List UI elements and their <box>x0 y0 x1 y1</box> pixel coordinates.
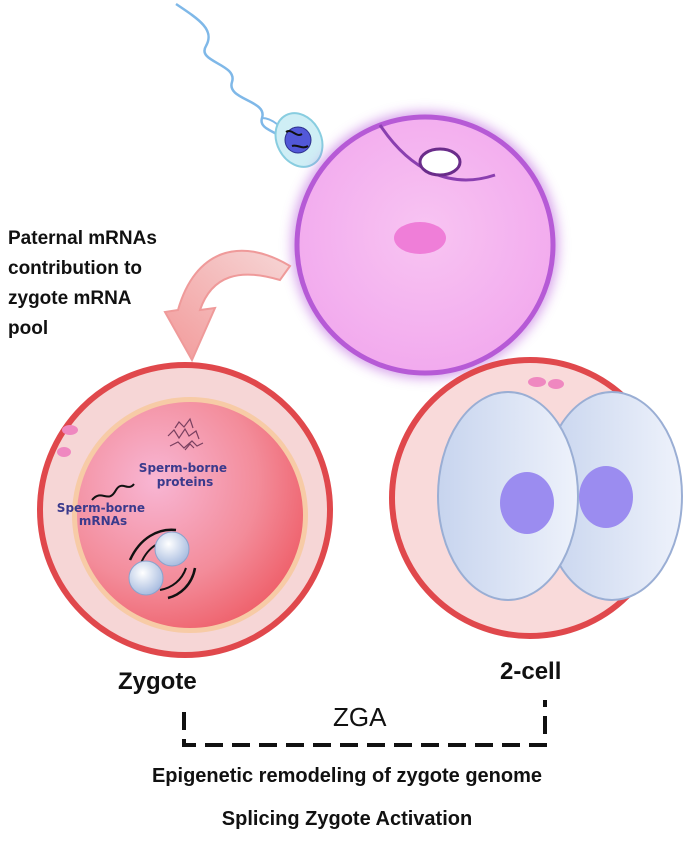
mrna-strand <box>91 483 135 501</box>
paternal-mrna-label: Paternal mRNAs contribution to zygote mR… <box>8 228 157 339</box>
zga-bracket <box>182 700 547 747</box>
two-cell-label: 2-cell <box>500 658 562 685</box>
two-cell-embryo <box>389 357 683 639</box>
sperm-mrnas-label: Sperm-borne mRNAs <box>57 501 149 528</box>
sperm-proteins-label: Sperm-borne proteins <box>139 461 231 489</box>
male-pronucleus <box>154 531 190 567</box>
female-pronucleus <box>128 560 164 596</box>
polar-body <box>57 447 71 457</box>
splicing-activation-label: Splicing Zygote Activation <box>221 808 473 830</box>
polar-body <box>548 379 564 389</box>
oocyte-nucleus <box>394 222 446 254</box>
curved-arrow <box>163 249 292 363</box>
zga-label: ZGA <box>333 702 387 732</box>
epigenetic-remodeling-label: Epigenetic remodeling of zygote genome <box>151 765 543 787</box>
sperm-cell <box>175 2 324 168</box>
polar-body <box>62 425 78 435</box>
oocyte <box>292 112 558 378</box>
polar-body <box>528 377 546 387</box>
sperm-protein-cluster <box>167 417 204 451</box>
zygote-label: Zygote <box>118 668 197 695</box>
polar-body <box>418 147 462 177</box>
nucleus-left <box>500 472 554 534</box>
nucleus-right <box>579 466 633 528</box>
zygote-cell: Sperm-borne proteins Sperm-borne mRNAs <box>37 362 333 658</box>
